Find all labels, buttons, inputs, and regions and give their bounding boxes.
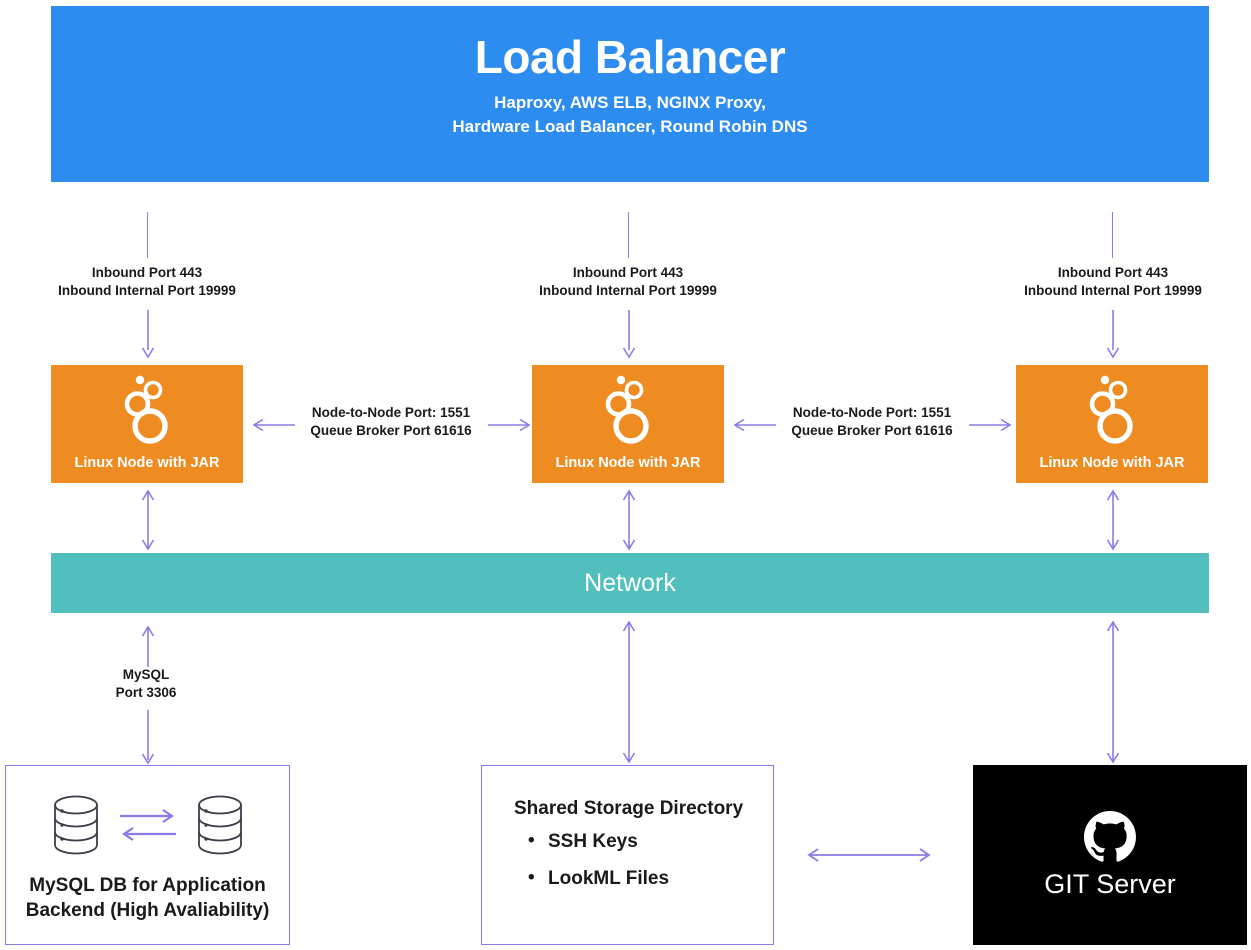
connector-lb-to-node-1-upper: [147, 212, 148, 258]
github-octocat-icon: [1084, 810, 1136, 862]
load-balancer-title: Load Balancer: [474, 31, 786, 83]
mysql-link-label-line2: Port 3306: [115, 685, 177, 701]
looker-logo-icon: [1089, 375, 1133, 444]
inbound-label-1-line1: Inbound Port 443: [91, 265, 203, 280]
linux-node-1-label: Linux Node with JAR: [74, 455, 220, 471]
node-link-label-2-line2: Queue Broker Port 61616: [791, 423, 953, 439]
arrow-network-to-storage: [622, 620, 636, 764]
arrow-storage-to-git-server: [807, 848, 931, 862]
arrow-node1-to-network: [141, 489, 155, 551]
network-box: Network: [51, 553, 1209, 613]
mysql-link-label-line1: MySQL: [122, 667, 170, 682]
linux-node-2[interactable]: Linux Node with JAR: [532, 365, 724, 483]
linux-node-1[interactable]: Linux Node with JAR: [51, 365, 243, 483]
linux-node-3[interactable]: Linux Node with JAR: [1016, 365, 1208, 483]
list-item: SSH Keys: [528, 831, 773, 853]
node-link-label-1-line1: Node-to-Node Port: 1551: [311, 405, 471, 420]
arrow-node2-to-node3-left: [733, 418, 776, 432]
arrow-lb-to-node-3: [1106, 310, 1120, 359]
list-item: LookML Files: [528, 868, 773, 890]
git-server-box[interactable]: GIT Server: [973, 765, 1247, 945]
inbound-label-3-line2: Inbound Internal Port 19999: [1024, 283, 1202, 299]
connector-lb-to-node-2-upper: [628, 212, 629, 258]
linux-node-3-label: Linux Node with JAR: [1039, 455, 1185, 471]
mysql-database-box: MySQL DB for Application Backend (High A…: [5, 765, 290, 945]
arrow-lb-to-node-1: [141, 310, 155, 359]
arrow-network-to-database-upper: [141, 625, 155, 667]
arrow-node1-to-node2-left: [252, 418, 295, 432]
arrow-network-to-database-lower: [141, 710, 155, 765]
node-link-label-2-line1: Node-to-Node Port: 1551: [792, 405, 952, 420]
database-replication-arrows-icon: [119, 809, 176, 841]
linux-node-2-label: Linux Node with JAR: [555, 455, 701, 471]
arrow-node2-to-node3-right: [969, 418, 1012, 432]
database-icon-group: [6, 794, 289, 856]
mysql-database-caption-line1: MySQL DB for Application: [29, 874, 266, 896]
network-label: Network: [584, 568, 676, 597]
git-server-label: GIT Server: [1044, 868, 1176, 899]
shared-storage-list: SSH Keys LookML Files: [514, 831, 773, 890]
inbound-label-2-line1: Inbound Port 443: [572, 265, 684, 280]
load-balancer-subtitle-line2: Hardware Load Balancer, Round Robin DNS: [452, 117, 808, 137]
load-balancer-subtitle-line1: Haproxy, AWS ELB, NGINX Proxy,: [494, 92, 766, 112]
arrow-lb-to-node-2: [622, 310, 636, 359]
inbound-label-1: Inbound Port 443 Inbound Internal Port 1…: [0, 264, 294, 300]
arrow-network-to-git-server: [1106, 620, 1120, 764]
inbound-label-2: Inbound Port 443 Inbound Internal Port 1…: [481, 264, 775, 300]
shared-storage-title: Shared Storage Directory: [514, 798, 744, 819]
connector-lb-to-node-3-upper: [1112, 212, 1113, 258]
inbound-label-3: Inbound Port 443 Inbound Internal Port 1…: [966, 264, 1251, 300]
looker-logo-icon: [124, 375, 168, 444]
node-link-label-1-line2: Queue Broker Port 61616: [310, 423, 472, 439]
inbound-label-2-line2: Inbound Internal Port 19999: [539, 283, 717, 299]
mysql-database-caption-line2: Backend (High Avaliability): [25, 900, 270, 922]
mysql-database-caption: MySQL DB for Application Backend (High A…: [6, 873, 289, 924]
looker-logo-icon: [605, 375, 649, 444]
node-link-label-2: Node-to-Node Port: 1551 Queue Broker Por…: [776, 404, 968, 440]
inbound-label-3-line1: Inbound Port 443: [1057, 265, 1169, 280]
mysql-link-label: MySQL Port 3306: [48, 666, 244, 702]
shared-storage-box: Shared Storage Directory SSH Keys LookML…: [481, 765, 774, 945]
database-cylinder-icon: [197, 795, 242, 855]
arrow-node2-to-network: [622, 489, 636, 551]
arrow-node1-to-node2-right: [488, 418, 531, 432]
database-cylinder-icon: [53, 795, 98, 855]
inbound-label-1-line2: Inbound Internal Port 19999: [58, 283, 236, 299]
node-link-label-1: Node-to-Node Port: 1551 Queue Broker Por…: [295, 404, 487, 440]
load-balancer-subtitle: Haproxy, AWS ELB, NGINX Proxy, Hardware …: [452, 91, 807, 140]
arrow-node3-to-network: [1106, 489, 1120, 551]
load-balancer-box: Load Balancer Haproxy, AWS ELB, NGINX Pr…: [51, 6, 1209, 182]
